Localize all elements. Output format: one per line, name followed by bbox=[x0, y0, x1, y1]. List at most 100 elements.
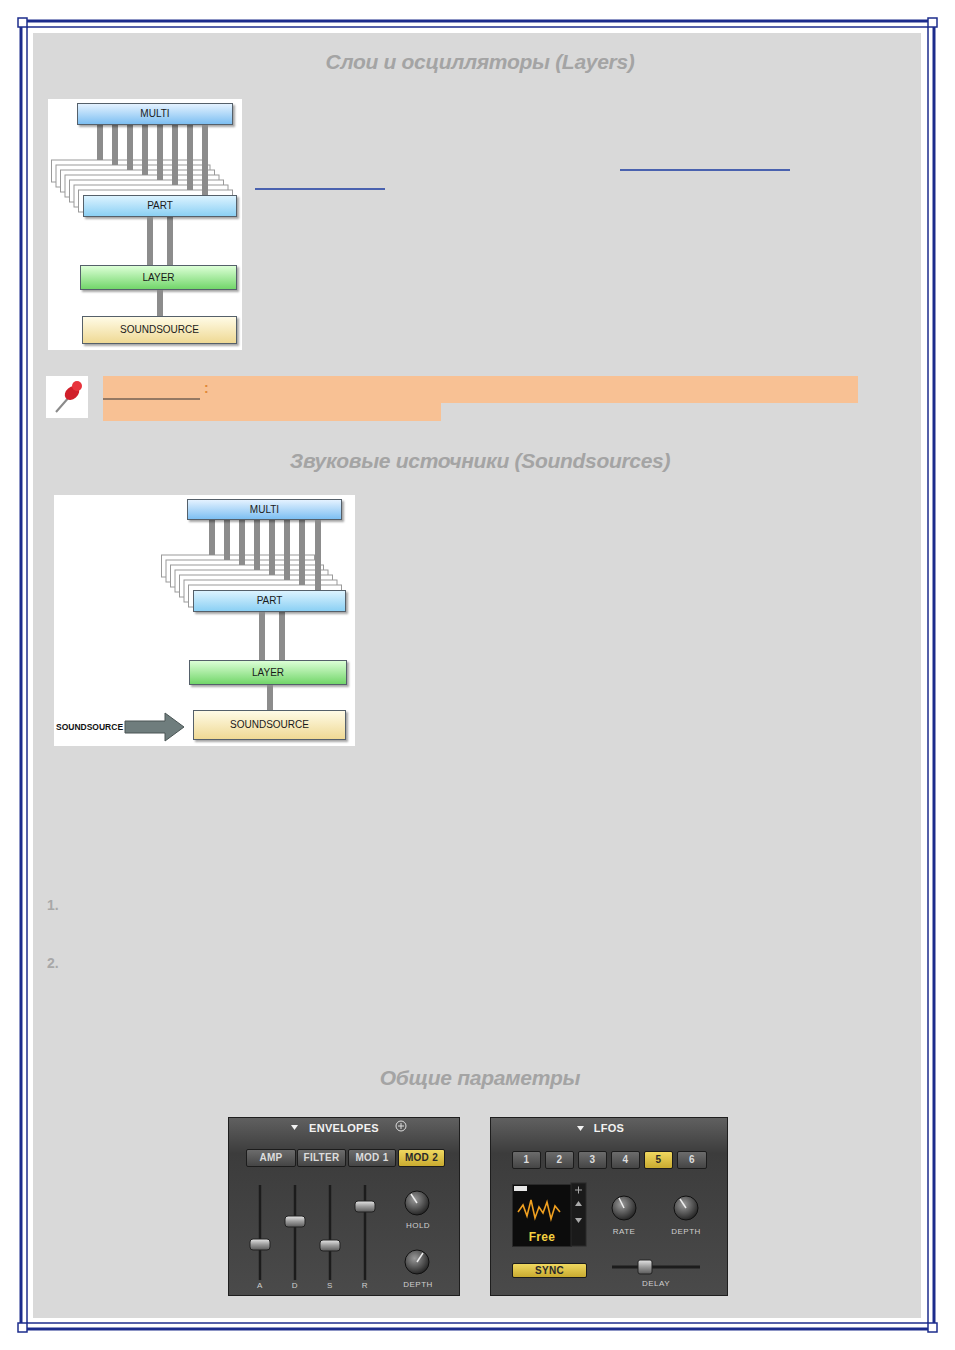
node-text: : bbox=[204, 381, 209, 395]
stacked-part bbox=[166, 560, 319, 582]
pushpin-icon bbox=[46, 376, 88, 418]
connector-bar bbox=[202, 125, 208, 195]
outer-border bbox=[21, 21, 934, 1329]
connector-bar bbox=[127, 125, 133, 170]
corner-mark bbox=[928, 18, 937, 27]
connector-bar bbox=[209, 520, 215, 555]
connector-bar bbox=[147, 217, 153, 265]
soundsource-box: SOUNDSOURCE bbox=[193, 710, 346, 740]
node-text: SOUNDSOURCE bbox=[230, 720, 309, 730]
link-underline bbox=[620, 169, 790, 171]
pin-needle bbox=[56, 396, 70, 412]
knob-label: RATE bbox=[613, 1228, 636, 1236]
node-text: MOD 2 bbox=[405, 1153, 438, 1163]
list-number: 2. bbox=[47, 956, 59, 970]
tab-button: 1 bbox=[512, 1151, 541, 1169]
node-text: AMP bbox=[259, 1153, 282, 1163]
layer-box: LAYER bbox=[189, 660, 347, 685]
stacked-part bbox=[175, 570, 328, 592]
tab-button: 5 bbox=[644, 1151, 673, 1169]
note-fill bbox=[103, 376, 858, 421]
lfo-panel: LFOS123456FreeSYNC bbox=[490, 1117, 728, 1296]
corner-mark bbox=[18, 1323, 27, 1332]
section-title: Звуковые источники (Soundsources) bbox=[290, 450, 670, 471]
node-text: PART bbox=[147, 201, 173, 211]
list-number: 1. bbox=[47, 898, 59, 912]
link-underline bbox=[255, 188, 385, 190]
pointer-label: SOUNDSOURCE bbox=[56, 723, 123, 732]
connector-bar bbox=[269, 520, 275, 575]
connector-bar bbox=[224, 520, 230, 560]
tab-button: MOD 2 bbox=[398, 1149, 445, 1167]
multi-box: MULTI bbox=[187, 499, 342, 520]
connector-bar bbox=[254, 520, 260, 570]
node-text: MOD 1 bbox=[355, 1153, 388, 1163]
connector-bar bbox=[112, 125, 118, 165]
node-text: LAYER bbox=[142, 273, 174, 283]
connector-bar bbox=[97, 125, 103, 160]
connector-bar bbox=[172, 125, 178, 185]
slider-label: A bbox=[257, 1282, 263, 1290]
stacked-part bbox=[171, 565, 324, 587]
connector-bar bbox=[279, 612, 285, 660]
soundsource-box: SOUNDSOURCE bbox=[82, 316, 237, 344]
stacked-part bbox=[56, 165, 210, 187]
slider-label: S bbox=[327, 1282, 333, 1290]
node-text: 2 bbox=[557, 1155, 563, 1165]
node-text: PART bbox=[257, 596, 283, 606]
corner-mark bbox=[928, 1323, 937, 1332]
node-text: 1 bbox=[524, 1155, 530, 1165]
tab-button: 4 bbox=[611, 1151, 640, 1169]
diagram-backdrop bbox=[54, 495, 355, 746]
inner-border bbox=[27, 27, 928, 1323]
stacked-part bbox=[162, 555, 315, 577]
node-text: SYNC bbox=[535, 1266, 564, 1276]
part-box: PART bbox=[83, 195, 237, 217]
node-text: 4 bbox=[623, 1155, 629, 1165]
slider-label: DELAY bbox=[642, 1280, 670, 1288]
connector-bar bbox=[299, 520, 305, 585]
knob-label: DEPTH bbox=[671, 1228, 701, 1236]
knob-label: DEPTH bbox=[403, 1281, 433, 1289]
envelope-panel: ENVELOPES AMP FILTER MOD 1 MOD 2 bbox=[228, 1117, 460, 1296]
node-text: MULTI bbox=[250, 505, 279, 515]
node-text: Free bbox=[529, 1231, 556, 1243]
tab-button: 3 bbox=[578, 1151, 607, 1169]
node-text: FILTER bbox=[303, 1153, 339, 1163]
pointer-arrow bbox=[125, 713, 184, 741]
connector-bar bbox=[157, 125, 163, 180]
section-title: Общие параметры bbox=[380, 1067, 580, 1088]
node-text: LAYER bbox=[252, 668, 284, 678]
node-text: ENVELOPES bbox=[309, 1123, 379, 1134]
connector-bar bbox=[267, 685, 273, 710]
connector-bar bbox=[239, 520, 245, 565]
node-text: SOUNDSOURCE bbox=[120, 325, 199, 335]
icon-frame bbox=[46, 376, 88, 418]
connector-bar bbox=[142, 125, 148, 175]
tab-button: AMP bbox=[246, 1149, 296, 1167]
content-area bbox=[33, 33, 921, 1318]
note-band: : bbox=[103, 376, 858, 421]
section-title: Слои и осцилляторы (Layers) bbox=[326, 51, 635, 72]
node-text: LFOS bbox=[594, 1123, 625, 1134]
connector-bar bbox=[157, 290, 163, 316]
stacked-part bbox=[61, 170, 215, 192]
node-text: 5 bbox=[656, 1155, 662, 1165]
pointer-arrow bbox=[125, 713, 184, 741]
connector-bar bbox=[284, 520, 290, 580]
knob-label: HOLD bbox=[406, 1222, 430, 1230]
slider-label: R bbox=[362, 1282, 368, 1290]
pin-head bbox=[62, 383, 82, 402]
slider-label: D bbox=[292, 1282, 298, 1290]
diagram-backdrop bbox=[48, 99, 242, 350]
connector-bar bbox=[315, 520, 321, 590]
tab-button: FILTER bbox=[297, 1149, 346, 1167]
corner-mark bbox=[18, 18, 27, 27]
node-text: MULTI bbox=[140, 109, 169, 119]
pin-head bbox=[72, 381, 82, 391]
tab-button: MOD 1 bbox=[348, 1149, 396, 1167]
sync-button: SYNC bbox=[512, 1263, 587, 1278]
tab-button: 2 bbox=[545, 1151, 574, 1169]
